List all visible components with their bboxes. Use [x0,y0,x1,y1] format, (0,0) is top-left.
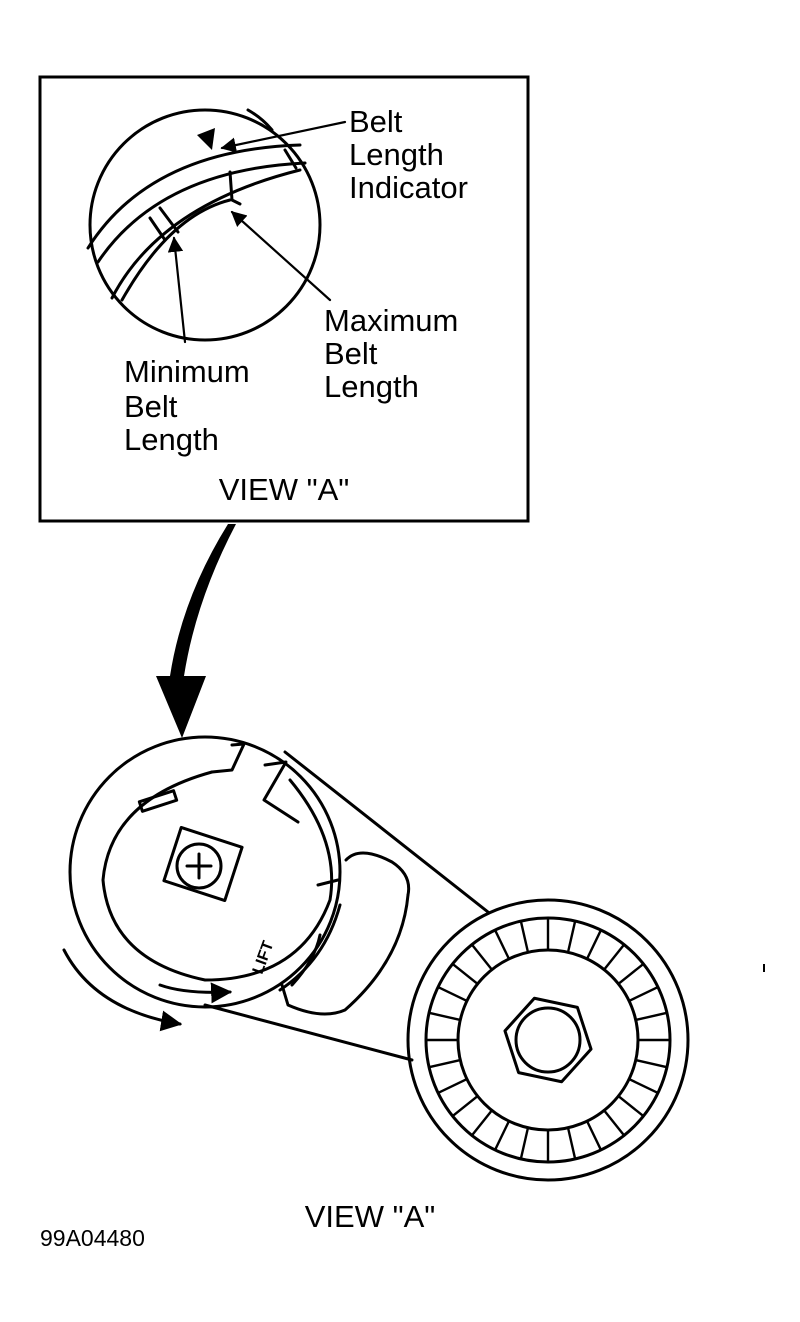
pulley-rib [437,1077,468,1095]
center-bolt [162,825,244,903]
main-caption: VIEW "A" [305,1199,436,1234]
inset-caption: VIEW "A" [219,472,350,507]
pulley-rib [635,1011,668,1022]
leader-maximum-belt-length [230,210,332,302]
pulley-rib [603,1109,626,1137]
idler-pulley [406,898,690,1182]
pulley-rib [519,920,530,953]
callout-minimum-belt-length-line-1: Minimum [124,354,250,389]
tensioner-body [68,735,342,1009]
callout-belt-length-indicator-line-1: Belt [349,104,403,139]
figure-id: 99A04480 [40,1225,145,1251]
callout-belt-length-indicator-line-2: Length [349,137,444,172]
pulley-rib [428,1011,461,1022]
callout-minimum-belt-length-line-2: Belt [124,389,178,424]
leader-belt-length-indicator [220,120,347,153]
callout-minimum-belt-length-line-3: Length [124,422,219,457]
pulley-rib [451,1095,479,1118]
pulley-rib [437,985,468,1003]
pulley-rib [566,1127,577,1160]
callout-maximum-belt-length-line-1: Maximum [324,303,458,338]
pulley-rib [519,1127,530,1160]
pulley-rib [493,1120,511,1151]
pulley-rib [617,1095,645,1118]
pointer-arrow [156,524,236,738]
pulley-rib [428,1058,461,1069]
pulley-bolt-head [514,1006,582,1074]
indicator-closeup [86,108,322,342]
pulley-rib [585,929,603,960]
pulley-rib [470,1109,493,1137]
pulley-rib [628,985,659,1003]
pulley-rib [493,929,511,960]
pulley-rib [617,962,645,985]
callout-belt-length-indicator-line-3: Indicator [349,170,468,205]
tensioner-assembly: LIFT [62,735,690,1182]
pulley-rib [470,943,493,971]
pulley-rib [451,962,479,985]
rotation-arrow-inner [158,982,233,1004]
callout-minimum-belt-length: Minimum Belt Length [124,354,258,457]
belt-length-indicator-mark [197,128,215,150]
callout-maximum-belt-length: Maximum Belt Length [324,303,467,404]
callout-maximum-belt-length-line-2: Belt [324,336,378,371]
inset-view-a: Belt Length Indicator Maximum Belt Lengt… [38,75,530,523]
callout-maximum-belt-length-line-3: Length [324,369,419,404]
pulley-ribs [426,918,670,1162]
pulley-rib [566,920,577,953]
pulley-hex-nut [503,996,593,1084]
tensioner-arm [203,750,490,1062]
pulley-rib [603,943,626,971]
pulley-rib [585,1120,603,1151]
lift-marking: LIFT [250,939,278,977]
rotation-arrow-outer [62,948,183,1032]
pulley-rib [635,1058,668,1069]
inset-frame [38,75,530,523]
pulley-rib [628,1077,659,1095]
callout-belt-length-indicator: Belt Length Indicator [349,104,468,205]
leader-minimum-belt-length [167,236,187,344]
